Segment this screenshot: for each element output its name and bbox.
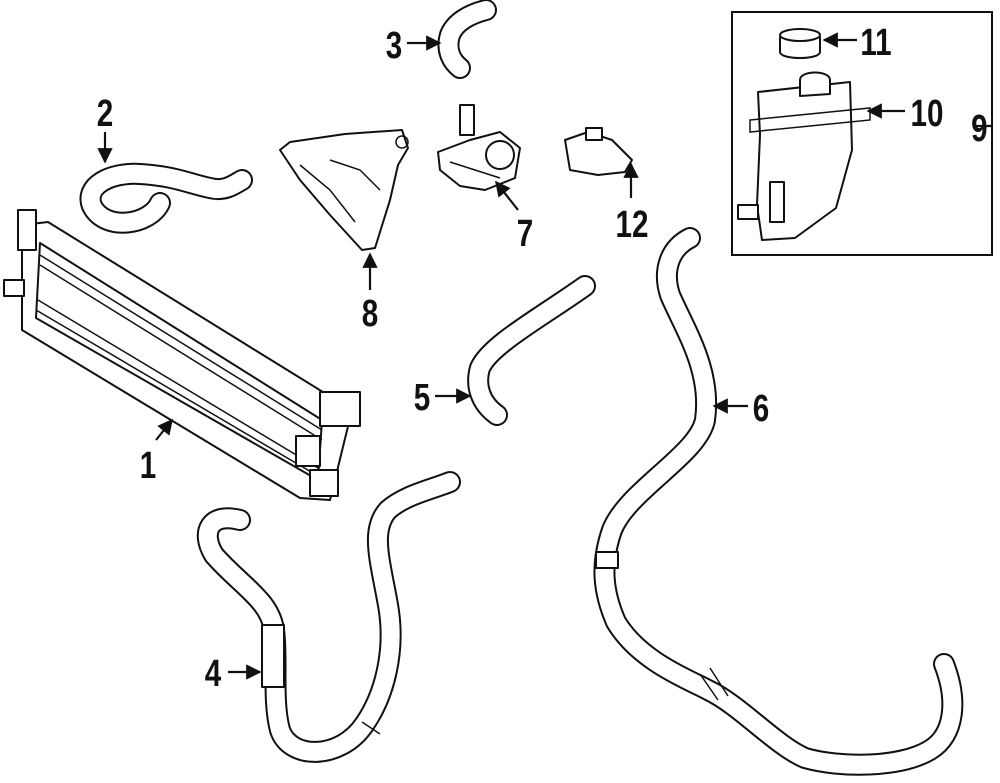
cap-part <box>779 28 821 59</box>
callout-12: 12 <box>616 204 649 246</box>
callout-9: 9 <box>971 108 987 150</box>
hose-5-part <box>467 275 596 426</box>
leader-lines <box>97 32 993 680</box>
bracket-part <box>279 129 409 251</box>
callout-8: 8 <box>362 293 378 335</box>
callout-10: 10 <box>911 93 944 135</box>
callout-2: 2 <box>97 93 113 135</box>
callout-1: 1 <box>140 445 156 487</box>
callout-labels: 1 2 3 4 5 6 7 8 9 10 11 12 <box>97 22 988 695</box>
callout-3: 3 <box>386 25 402 67</box>
leader-1 <box>155 418 173 441</box>
hose-2-part <box>79 162 253 234</box>
hose-4-part <box>196 471 461 763</box>
reservoir-group-box <box>731 11 993 256</box>
callout-11: 11 <box>860 22 891 64</box>
hose-3-part <box>437 0 497 79</box>
callout-7: 7 <box>517 213 533 255</box>
sensor-part <box>564 127 633 176</box>
hose-6-part <box>593 227 964 776</box>
water-pump-part <box>437 104 521 191</box>
reservoir-part <box>737 71 871 241</box>
radiator-part <box>3 209 361 501</box>
callout-4: 4 <box>205 653 222 695</box>
leader-7 <box>495 180 519 211</box>
callout-6: 6 <box>753 388 769 430</box>
callout-5: 5 <box>414 377 430 419</box>
